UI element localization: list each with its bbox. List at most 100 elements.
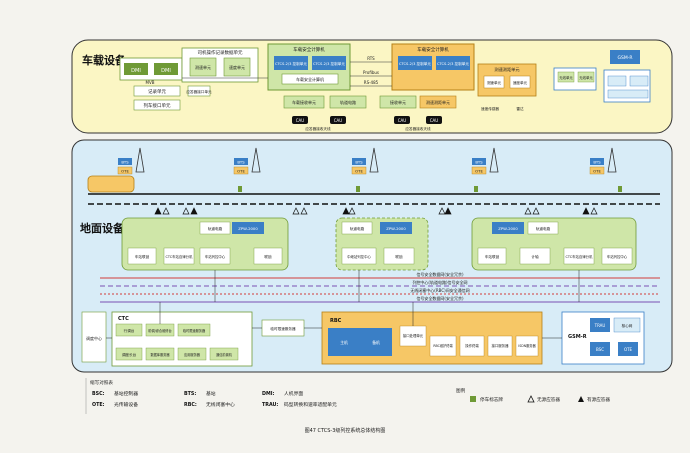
- st3-c: [563, 247, 595, 265]
- ote-box: [117, 166, 133, 175]
- atp-ctrl-2-label: CTCS-2/3 控制单元: [313, 61, 345, 66]
- veh-rtu-2-label: 无线单元: [579, 75, 593, 80]
- gsmr-bsc-label: BSC: [596, 347, 604, 352]
- ctc-c: [177, 323, 211, 337]
- bts-tower-2: BTS OTE: [233, 147, 261, 175]
- tower-icon: [369, 147, 379, 173]
- cau-4: [426, 116, 442, 124]
- speed-sub-2-label: 速度单元: [229, 64, 245, 70]
- st1-b-label: CTC车站自律分机: [166, 254, 194, 259]
- dmi-2-label: DMI: [161, 68, 171, 74]
- legend-desc: 无线闭塞中心: [206, 401, 235, 408]
- tower-icon: [607, 147, 617, 173]
- veh-gsmr-c: [607, 89, 649, 99]
- gsmr-trau-label: TRAU: [594, 323, 606, 328]
- st3-b-label: 车站联锁: [485, 254, 500, 259]
- ote-box: [351, 166, 367, 175]
- st2-d-label: 联锁: [395, 254, 403, 259]
- rec-unit-box: [133, 85, 181, 97]
- ctc-f-label: 应用服务器: [184, 352, 201, 357]
- veh-gsmr: [610, 50, 640, 64]
- train-iface-box: [133, 99, 181, 111]
- radar-label: 雷达: [516, 106, 524, 111]
- legend-abbr: BTS:: [184, 391, 196, 397]
- atp2-ctrl-2: [436, 56, 470, 70]
- ote-box: [233, 166, 249, 175]
- veh-gsmr-a: [607, 75, 627, 87]
- cau-group: CAU CAU CAU CAU 应答器接收天线 应答器接收天线: [292, 116, 442, 131]
- rec-unit-label: 记录单元: [148, 88, 166, 95]
- tower-icon: [251, 147, 261, 173]
- bts-label: BTS: [121, 160, 129, 165]
- st1-zpw-label: ZPW-2000: [238, 226, 258, 231]
- gsmr-ote-label: OTE: [624, 347, 633, 352]
- rbc-d: [429, 335, 457, 357]
- atp-ctrl-1: [274, 56, 308, 70]
- cau-4-label: CAU: [430, 118, 439, 123]
- gsmr-title: GSM-R: [568, 334, 587, 340]
- gsmr-core: [613, 317, 641, 333]
- rbc-core: [328, 328, 392, 356]
- balise-icon: [582, 207, 590, 215]
- veh-rtu-1-label: 无线单元: [559, 75, 573, 80]
- train-icon: [87, 175, 135, 193]
- legend-title: 缩写对照表: [90, 379, 113, 386]
- balise-icon: [590, 207, 598, 215]
- veh-speed-b: [509, 75, 531, 89]
- dmi-2: [154, 63, 178, 75]
- balise-icon: [524, 207, 532, 215]
- ctc-e: [145, 347, 175, 361]
- st3-d: [601, 247, 633, 265]
- balise-icon: [182, 207, 190, 215]
- connectors: [106, 270, 580, 339]
- legend-abbr: OTE:: [92, 402, 105, 408]
- cau-2: [330, 116, 346, 124]
- veh-rtu-1: [557, 71, 575, 83]
- ote-label: OTE: [237, 169, 245, 174]
- dmi-1: [124, 63, 148, 75]
- st1-a: [127, 247, 157, 265]
- rbc-d-label: RBC维护终端: [433, 343, 453, 348]
- ote-box: [471, 166, 487, 175]
- balise-icon: [532, 207, 540, 215]
- st2-zpw: [380, 222, 412, 234]
- legend-sym3: 有源应答器: [587, 396, 610, 403]
- ote-label: OTE: [121, 169, 129, 174]
- legend-sym-title: 图例: [456, 387, 466, 394]
- st3-d-label: 车站列控中心: [607, 254, 628, 259]
- cau-3-label: CAU: [398, 118, 407, 123]
- rbc-a-label: 主机: [340, 340, 348, 345]
- veh-rx-4-label: 测速测距单元: [426, 99, 450, 105]
- bus-mvb: MVB: [146, 80, 155, 85]
- rbc-c-label: 接口处理单元: [403, 333, 424, 338]
- bts-label: BTS: [237, 160, 245, 165]
- cau-1: [292, 116, 308, 124]
- st1-b: [163, 247, 195, 265]
- rbc-f-label: 接口服务器: [492, 343, 510, 348]
- cau-ant-label-2: 应答器接收天线: [405, 126, 431, 131]
- atp2-ctrl-1-label: CTCS-2/3 控制单元: [399, 61, 431, 66]
- ctc-d: [115, 347, 143, 361]
- train-iface-label: 列车接口单元: [144, 102, 171, 109]
- atp-main-core-label: 车载安全计算机: [296, 76, 324, 82]
- st3-e-label: 计轴: [531, 254, 539, 259]
- balise-layer: [154, 186, 622, 215]
- legend-desc: 基站控制器: [114, 390, 138, 397]
- stop-sign-icon: [618, 186, 622, 192]
- ground-title-wrap: 地面设备: [80, 221, 125, 235]
- bus-rs485: RS-485: [364, 80, 379, 85]
- veh-gsmr-label: GSM-R: [618, 55, 633, 61]
- veh-speed-b-label: 速度单元: [513, 80, 528, 85]
- speed-sub-2: [223, 57, 251, 77]
- ctc-a-label: 行调台: [124, 328, 135, 333]
- legend-sym2: 无源应答器: [537, 396, 560, 403]
- balise-icon: [348, 207, 356, 215]
- st1-c-label: 车站列控中心: [205, 254, 226, 259]
- stop-sign-icon: [238, 186, 242, 192]
- veh-rtu-2: [577, 71, 595, 83]
- st3-c-label: CTC车站自律分机: [566, 254, 594, 259]
- atp-main-core: [281, 73, 339, 85]
- st3-zpw-label: ZPW-2000: [498, 226, 518, 231]
- net-line-1-label: 信号安全数据网(安全冗余): [416, 271, 464, 277]
- legend-desc: 光传输设备: [114, 401, 138, 408]
